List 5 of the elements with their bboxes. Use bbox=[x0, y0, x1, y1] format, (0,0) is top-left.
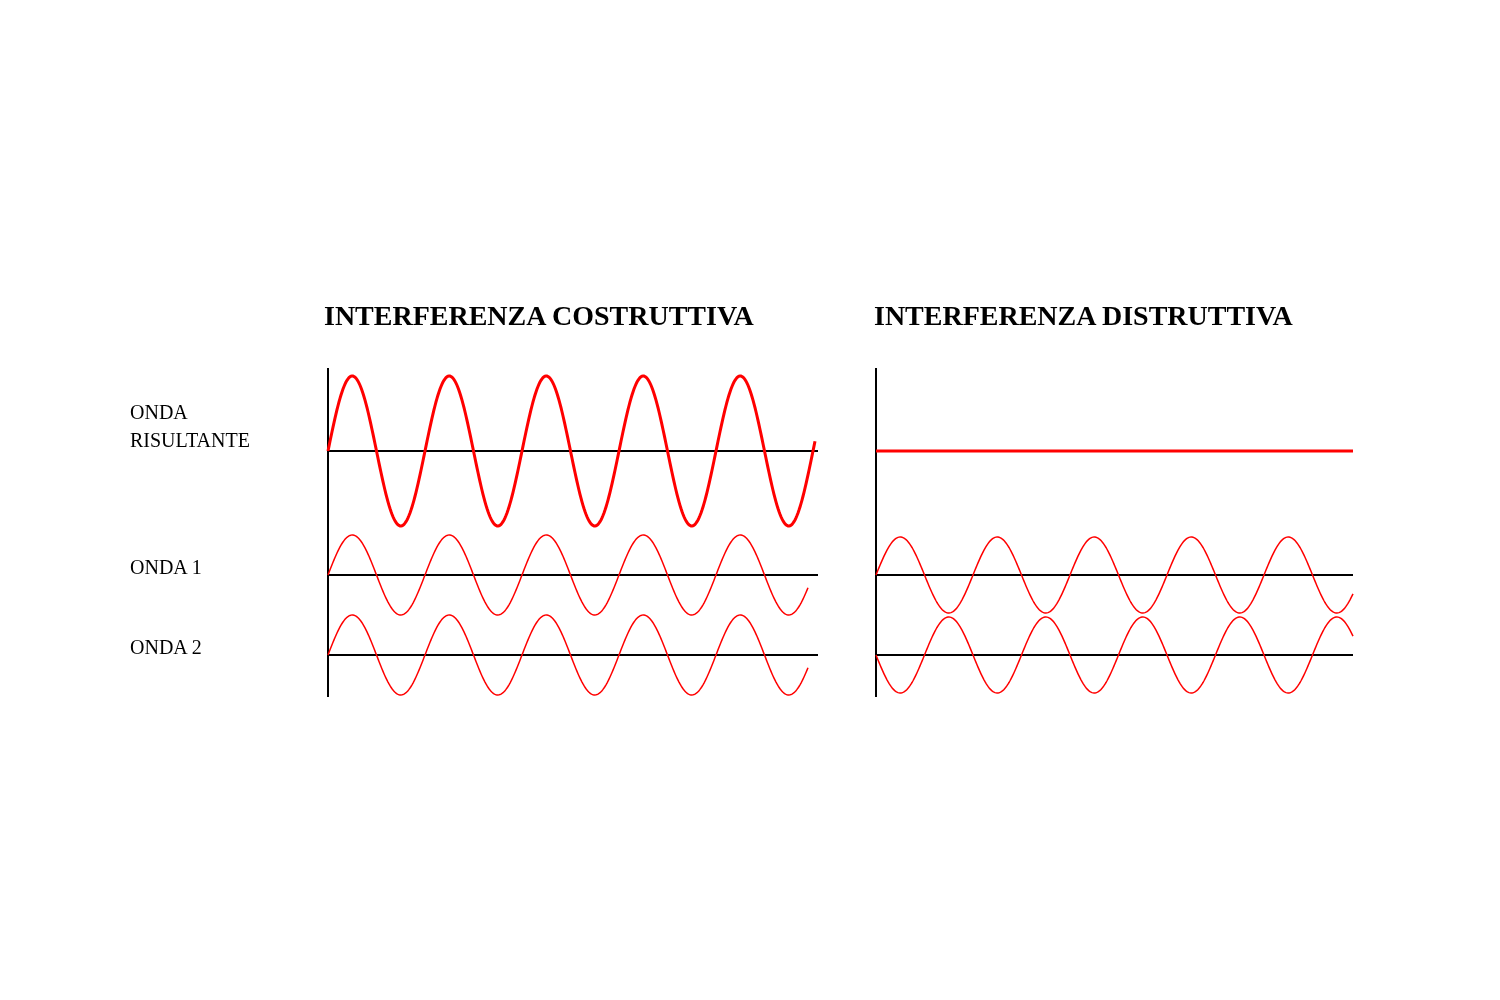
row-label: ONDA 1 bbox=[130, 555, 203, 580]
row-label: ONDA 2 bbox=[130, 635, 203, 660]
panel-heading: INTERFERENZA COSTRUTTIVA bbox=[324, 300, 754, 332]
panel-heading: INTERFERENZA DISTRUTTIVA bbox=[874, 300, 1293, 332]
row-label: ONDA RISULTANTE bbox=[130, 400, 251, 453]
